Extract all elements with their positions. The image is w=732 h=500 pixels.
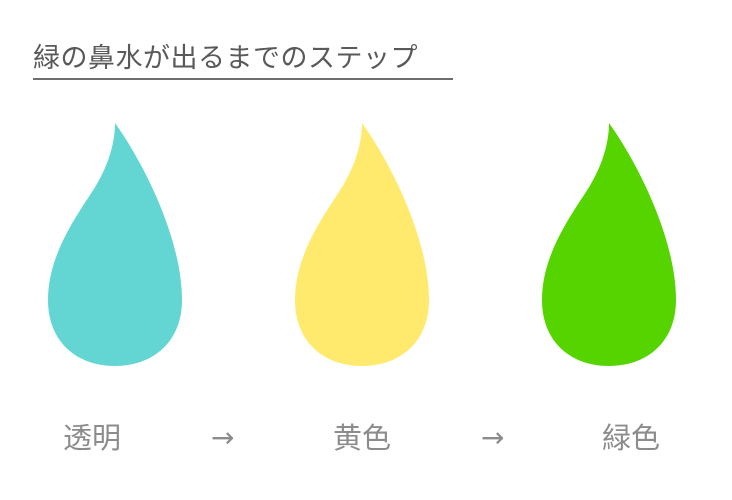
drop-shape <box>295 123 429 366</box>
title-underline <box>33 78 453 80</box>
drop-shape <box>48 123 182 366</box>
step-label-green: 緑色 <box>602 421 661 455</box>
arrow-right-icon: → <box>481 421 505 454</box>
drop-shape <box>542 123 676 366</box>
arrow-right-icon: → <box>211 421 235 454</box>
step-label-yellow: 黄色 <box>333 421 392 455</box>
green-drop-icon <box>539 120 679 370</box>
yellow-drop-icon <box>292 120 432 370</box>
step-label-clear: 透明 <box>63 421 122 455</box>
page-title: 緑の鼻水が出るまでのステップ <box>33 43 418 74</box>
clear-drop-icon <box>45 120 185 370</box>
